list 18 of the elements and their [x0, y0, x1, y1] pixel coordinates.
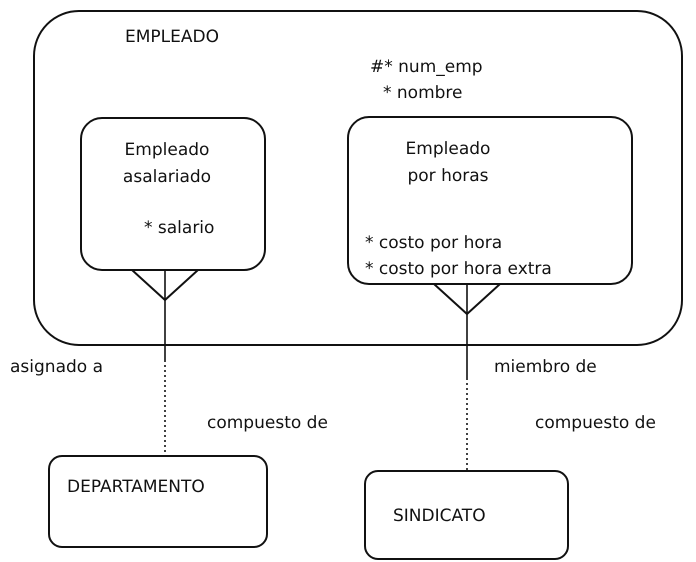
attribute-text: * salario — [144, 217, 214, 239]
entity-name: EMPLEADO — [125, 26, 219, 48]
attribute-text: * costo por hora extra — [365, 258, 552, 280]
entity-box — [33, 10, 683, 346]
attribute-text: #* num_emp — [370, 56, 483, 78]
entity-name: DEPARTAMENTO — [67, 476, 205, 498]
entity-name: Empleado asalariado — [122, 139, 212, 189]
relationship-line — [433, 283, 501, 471]
relationship-label: compuesto de — [533, 412, 658, 434]
attribute-text: * costo por hora — [365, 232, 502, 254]
entity-box — [347, 116, 633, 285]
relationship-label: compuesto de — [205, 412, 330, 434]
attribute-text: * nombre — [383, 82, 463, 104]
entity-box — [80, 117, 266, 271]
entity-name: Empleado por horas — [404, 138, 492, 188]
entity-box — [48, 455, 268, 548]
entity-name: SINDICATO — [393, 505, 486, 527]
entity-box — [364, 470, 569, 560]
